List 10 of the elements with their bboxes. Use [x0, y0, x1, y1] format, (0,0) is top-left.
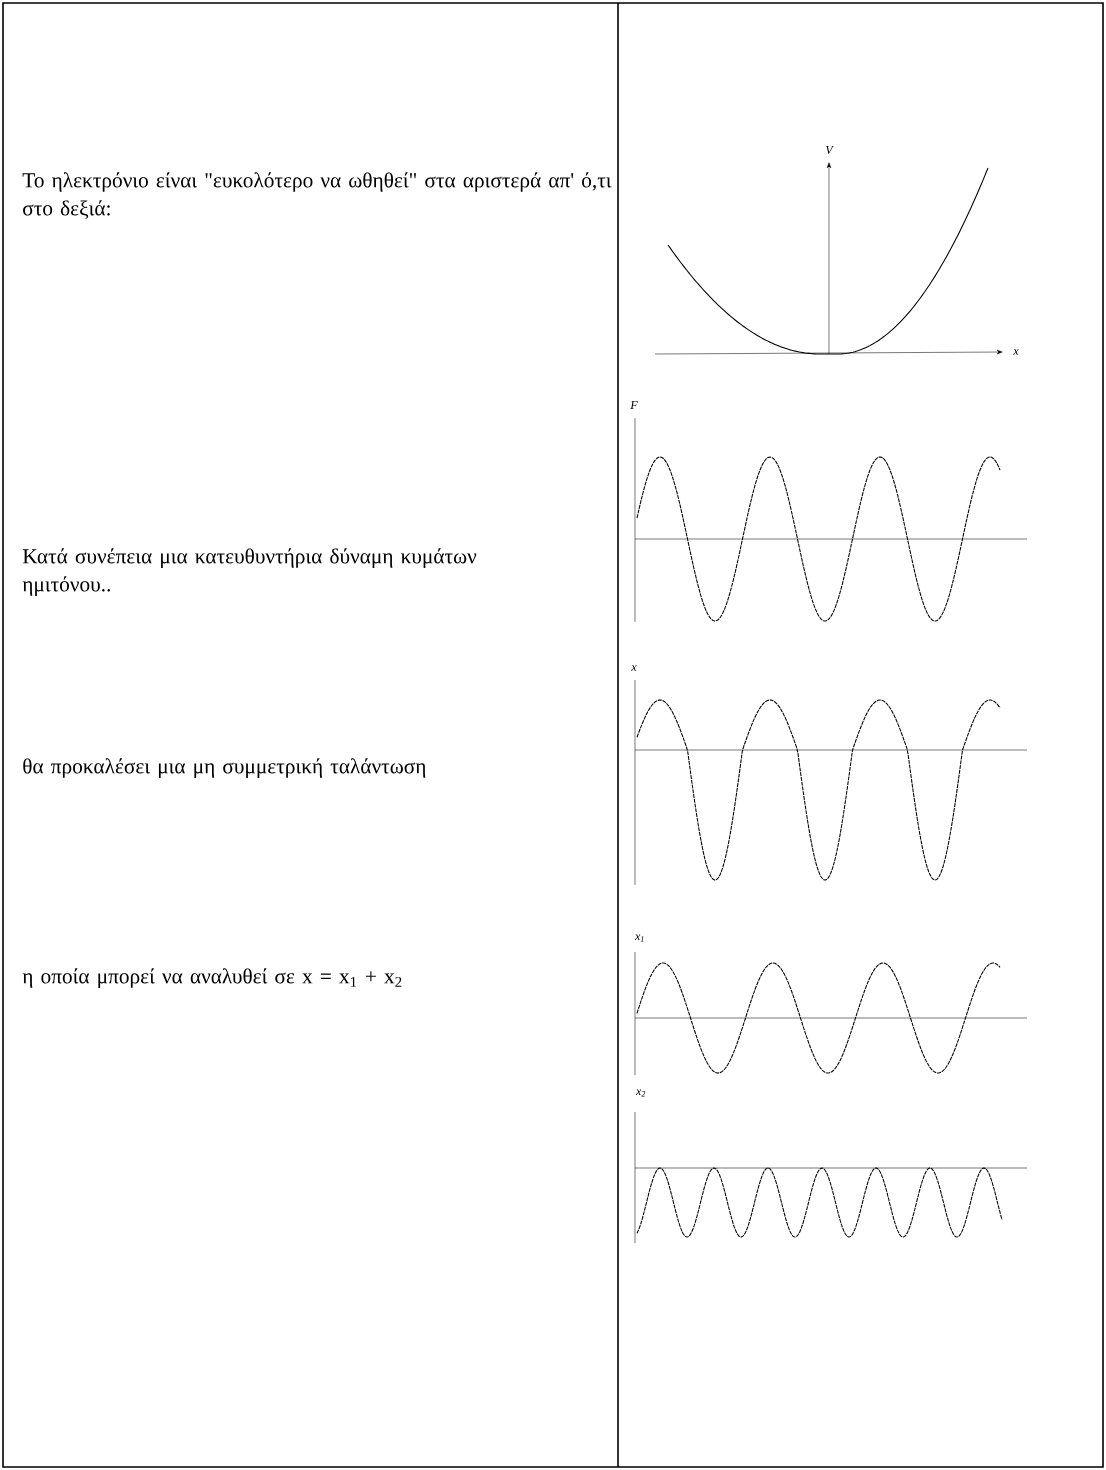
text-paragraph: η οποία μπορεί να αναλυθεί σε x = x$_{1}$ + x$_{2}$: [22, 968, 402, 988]
axis-label: F: [630, 401, 638, 409]
text-paragraph: Κατά συνέπεια μια κατευθυντήρια δύναμη κυμάτων ημιτόνου..: [22, 548, 477, 596]
text-paragraph: Το ηλεκτρόνιο είναι "ευκολότερο να ωθηθεί" στα αριστερά απ' ό,τι στο δεξιά:: [22, 172, 612, 220]
axis-label: x: [1013, 349, 1019, 355]
axis-label: x$_{2}$: [635, 1089, 646, 1097]
axis-label: x: [631, 665, 637, 671]
axis-label: V: [825, 146, 834, 155]
axis-label: x$_{1}$: [634, 934, 644, 942]
text-paragraph: θα προκαλέσει μια μη συμμετρική ταλάντωση: [23, 758, 426, 778]
